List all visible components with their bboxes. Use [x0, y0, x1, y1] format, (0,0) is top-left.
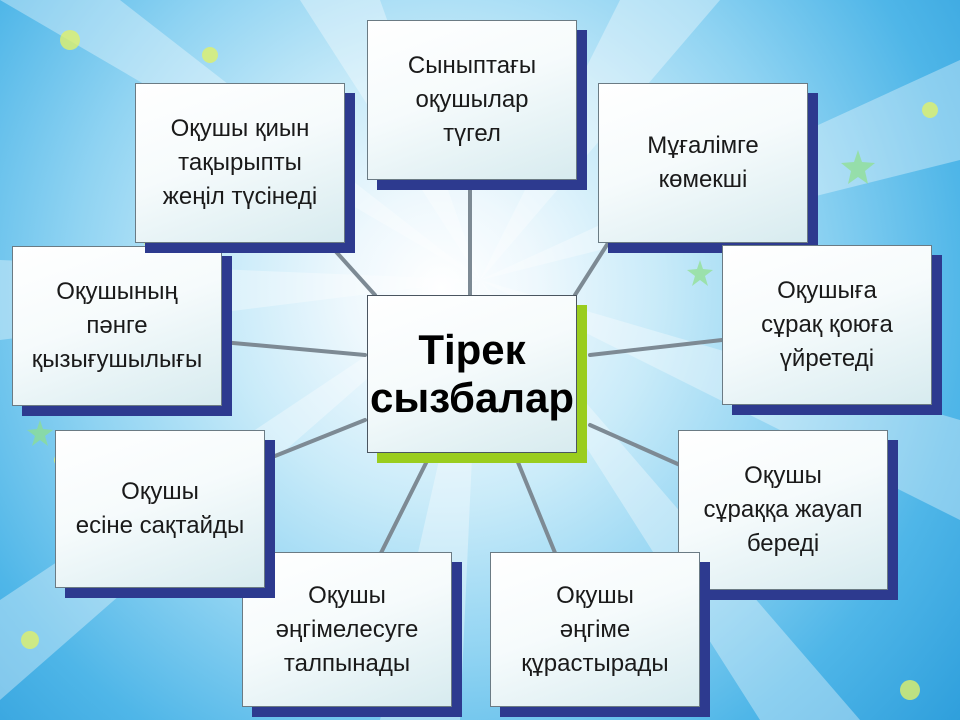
connector-line [588, 423, 682, 467]
diagram-center-box: Тірек сызбалар [367, 295, 577, 453]
connector-line [573, 238, 612, 297]
diagram-box-teacher-helper: Мұғалімге көмекші [598, 83, 808, 243]
connector-line [263, 418, 367, 462]
box-label: Оқушыға сұрақ қоюға үйретеді [761, 277, 893, 372]
connector-line [328, 243, 377, 297]
box-label: Оқушының пәнге қызығушылығы [31, 278, 203, 373]
diagram-box-answers-questions: Оқушы сұраққа жауап береді [678, 430, 888, 590]
diagram-box-understands-difficult-topic: Оқушы қиын тақырыпты жеңіл түсінеді [135, 83, 345, 243]
diagram-box-subject-interest: Оқушының пәнге қызығушылығы [12, 246, 222, 406]
diagram-box-strives-conversation: Оқушы әңгімелесуге талпынады [242, 552, 452, 707]
diagram-box-teaches-asking: Оқушыға сұрақ қоюға үйретеді [722, 245, 932, 405]
box-label: Оқушы есіне сақтайды [75, 478, 245, 539]
box-label: Оқушы әңгімелесуге талпынады [275, 581, 419, 677]
box-label: Оқушы сұраққа жауап береді [703, 462, 863, 557]
diagram-box-class-attendance: Сыныптағы оқушылар түгел [367, 20, 577, 180]
connector-line [220, 340, 367, 357]
center-title: Тірек сызбалар [369, 326, 575, 421]
connector-line [513, 453, 562, 567]
box-label: Сыныптағы оқушылар түгел [407, 52, 537, 147]
box-label: Оқушы әңгіме құрастырады [521, 581, 669, 677]
box-label: Мұғалімге көмекші [647, 132, 759, 193]
connector-line [588, 338, 724, 357]
connector-line [378, 453, 432, 557]
diagram-box-composes-story: Оқушы әңгіме құрастырады [490, 552, 700, 707]
box-label: Оқушы қиын тақырыпты жеңіл түсінеді [162, 115, 318, 210]
diagram-box-remembers: Оқушы есіне сақтайды [55, 430, 265, 588]
